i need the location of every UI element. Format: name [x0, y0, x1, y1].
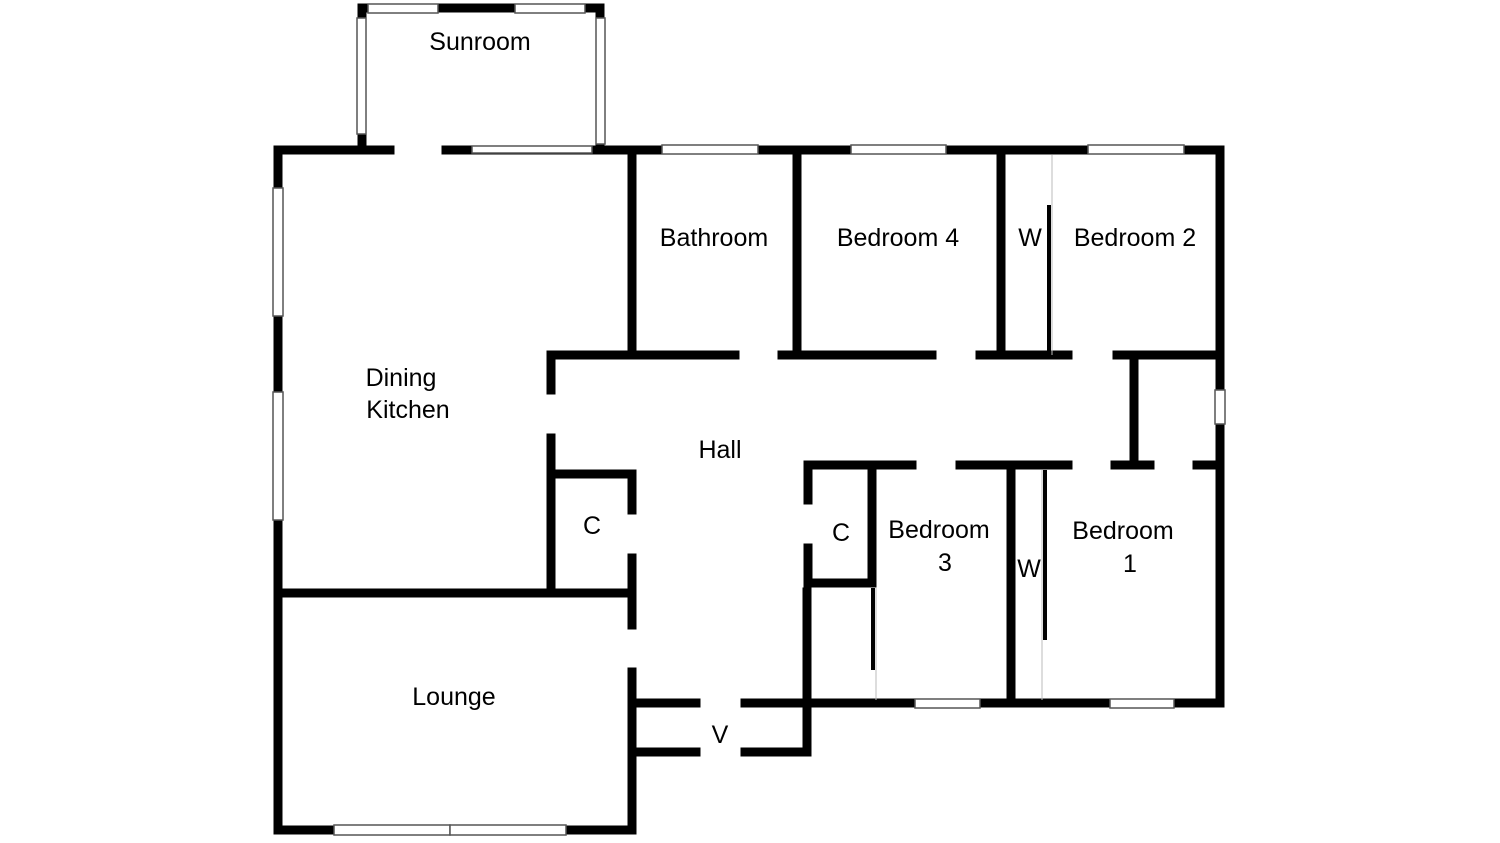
bedroom2-label: Bedroom 2	[1074, 224, 1196, 252]
bathroom-label: Bathroom	[660, 224, 768, 252]
bedroom4-label: Bedroom 4	[837, 224, 959, 252]
lounge-label: Lounge	[412, 683, 495, 711]
dining-kitchen-label-line2: Kitchen	[366, 396, 449, 424]
hall-label: Hall	[698, 436, 741, 464]
bedroom4-window	[850, 144, 947, 155]
sunroom-window-right	[595, 17, 606, 145]
sunroom-window-left	[356, 17, 367, 135]
bathroom-window	[661, 144, 759, 155]
lounge-window-right	[449, 824, 567, 836]
bedroom3-window	[914, 698, 981, 709]
lounge-window-left	[333, 824, 451, 836]
cupboard-window-right	[1214, 389, 1226, 425]
windows	[272, 3, 1226, 836]
dining-kitchen-label-line1: Dining	[366, 364, 437, 392]
sunroom-window-top-right	[514, 3, 586, 14]
bedroom1-label-line1: Bedroom	[1072, 517, 1173, 545]
room-labels: Sunroom Dining Kitchen Bathroom Bedroom …	[366, 28, 1197, 749]
bedroom3-cupboard-label: C	[832, 519, 850, 547]
sunroom-label: Sunroom	[429, 28, 530, 56]
vestibule-label: V	[712, 721, 729, 749]
kitchen-window-lower	[272, 391, 284, 521]
wardrobe-bed1-label: W	[1017, 555, 1041, 583]
bedroom3-label-line1: Bedroom	[888, 516, 989, 544]
bedroom1-window	[1109, 698, 1175, 709]
bedroom1-label-line2: 1	[1123, 550, 1137, 578]
kitchen-cupboard-label: C	[583, 512, 601, 540]
bedroom2-window	[1087, 144, 1185, 155]
sunroom-sliding-door	[471, 145, 593, 154]
bedroom3-label-line2: 3	[938, 549, 952, 577]
wardrobe-bed2-label: W	[1018, 224, 1042, 252]
sunroom-window-top-left	[367, 3, 439, 14]
partitions	[871, 155, 1053, 700]
kitchen-window-upper	[272, 187, 284, 317]
